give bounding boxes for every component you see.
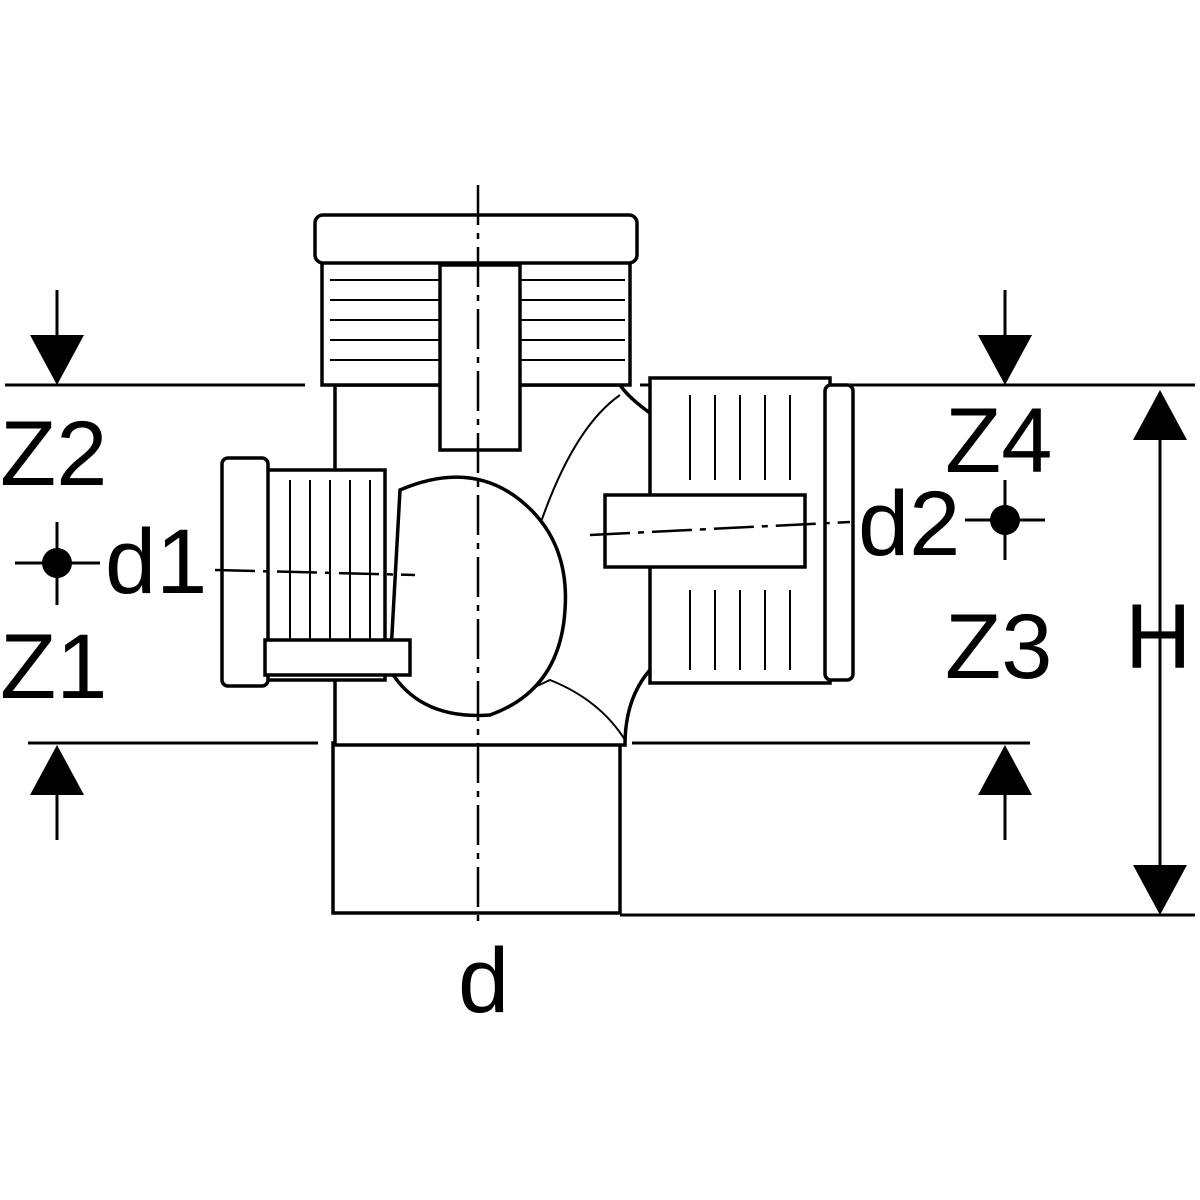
dimension-lines (5, 290, 1195, 917)
d1-centerline (214, 568, 416, 577)
right-socket-cap (823, 383, 855, 682)
arrow-down-icon (30, 335, 84, 385)
label-z1: Z1 (0, 616, 107, 718)
arrow-up-icon (978, 745, 1032, 795)
arrow-down-icon (978, 335, 1032, 385)
upper-socket-cap (313, 213, 639, 265)
left-logo-plate (263, 638, 412, 677)
arrow-down-icon (1133, 865, 1187, 915)
label-z4: Z4 (945, 390, 1052, 492)
label-d2: d2 (858, 473, 960, 575)
right-logo-plate (603, 493, 807, 569)
pipe-fitting (214, 185, 855, 925)
d2-centerline (589, 520, 851, 537)
label-z2: Z2 (0, 403, 107, 505)
label-d: d (458, 930, 509, 1032)
arrow-up-icon (30, 745, 84, 795)
lower-spigot (331, 741, 622, 915)
arrow-up-icon (1133, 390, 1187, 440)
upper-logo-plate (438, 263, 522, 452)
d2-center-marker-icon (965, 480, 1045, 560)
label-z3: Z3 (945, 596, 1052, 698)
label-d1: d1 (105, 511, 207, 613)
d1-center-marker-icon (15, 522, 100, 605)
label-h: H (1125, 586, 1191, 688)
